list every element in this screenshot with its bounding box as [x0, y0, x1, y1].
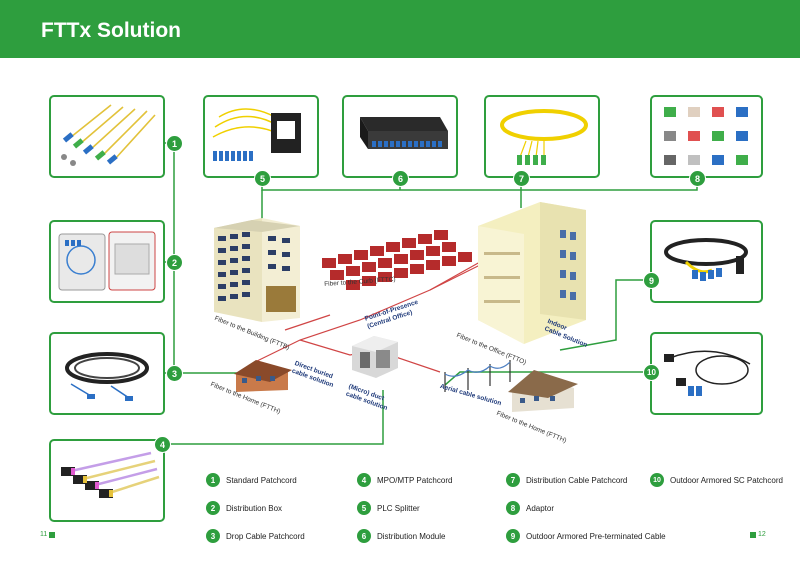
legend-label: Distribution Module [377, 531, 446, 541]
legend-label: Outdoor Armored Pre-terminated Cable [526, 531, 666, 541]
central-office-icon [352, 336, 398, 378]
legend-label: Adaptor [526, 503, 555, 513]
callout-4: 4 [154, 436, 171, 453]
product-box-standard-patchcord [49, 95, 165, 178]
page-number-right: 12 [748, 531, 766, 538]
legend-item: 7 Distribution Cable Patchcord [506, 473, 627, 487]
distribution-cable-patchcord-icon [500, 109, 588, 165]
legend-number: 10 [650, 473, 664, 487]
standard-patchcord-icon [61, 104, 156, 166]
legend-number: 8 [506, 501, 520, 515]
callout-1: 1 [166, 135, 183, 152]
page-number-right-text: 12 [758, 531, 766, 538]
legend-number: 7 [506, 473, 520, 487]
product-box-distribution-cable-patchcord [484, 95, 600, 178]
plc-splitter-icon [212, 108, 301, 161]
legend-number: 5 [357, 501, 371, 515]
fttc-houses-icon [322, 230, 472, 290]
adaptor-icon [664, 107, 748, 165]
legend-number: 4 [357, 473, 371, 487]
legend-number: 2 [206, 501, 220, 515]
product-box-adaptor [650, 95, 763, 178]
legend-number: 1 [206, 473, 220, 487]
ftth-right-house-icon [508, 370, 578, 412]
callout-5: 5 [254, 170, 271, 187]
legend-item: 4 MPO/MTP Patchcord [357, 473, 452, 487]
product-box-mpo-patchcord [49, 439, 165, 522]
legend-item: 3 Drop Cable Patchcord [206, 529, 305, 543]
legend-label: Drop Cable Patchcord [226, 531, 305, 541]
callout-3: 3 [166, 365, 183, 382]
page-number-left: 11 [40, 531, 57, 538]
fttb-building-icon [214, 218, 300, 322]
armored-sc-patchcord-icon [664, 350, 751, 396]
legend-number: 6 [357, 529, 371, 543]
legend-label: Outdoor Armored SC Patchcord [670, 475, 783, 485]
page-marker-icon [750, 531, 756, 538]
product-box-drop-cable-patchcord [49, 332, 165, 415]
product-box-outdoor-armored-sc-patchcord [650, 332, 763, 415]
legend-item: 1 Standard Patchcord [206, 473, 297, 487]
legend-label: Distribution Cable Patchcord [526, 475, 628, 485]
callout-7: 7 [513, 170, 530, 187]
drop-cable-coil-icon [65, 352, 149, 401]
legend-item: 2 Distribution Box [206, 501, 282, 515]
distribution-box-icon [58, 231, 156, 291]
page-marker-icon [49, 531, 56, 538]
legend-label: MPO/MTP Patchcord [377, 475, 453, 485]
legend-number: 9 [506, 529, 520, 543]
armored-cable-icon [664, 238, 748, 281]
header-bar: FTTx Solution [0, 0, 800, 58]
product-box-distribution-module [342, 95, 458, 178]
page-title: FTTx Solution [41, 19, 181, 42]
ftth-left-house-icon [234, 360, 292, 392]
callout-8: 8 [689, 170, 706, 187]
legend-number: 3 [206, 529, 220, 543]
legend-item: 6 Distribution Module [357, 529, 445, 543]
distribution-module-icon [360, 117, 448, 149]
callout-10: 10 [643, 364, 660, 381]
mpo-patchcord-icon [61, 451, 160, 498]
callout-9: 9 [643, 272, 660, 289]
callout-2: 2 [166, 254, 183, 271]
legend-item: 10 Outdoor Armored SC Patchcord [650, 473, 783, 487]
legend-label: Standard Patchcord [226, 475, 297, 485]
legend-item: 9 Outdoor Armored Pre-terminated Cable [506, 529, 666, 543]
legend-item: 5 PLC Splitter [357, 501, 420, 515]
product-box-distribution-box [49, 220, 165, 303]
product-box-plc-splitter [203, 95, 319, 178]
ftto-building-icon [478, 202, 586, 344]
legend-label: PLC Splitter [377, 503, 420, 513]
product-box-outdoor-armored-preterminated-cable [650, 220, 763, 303]
page-number-left-text: 11 [40, 531, 48, 538]
legend-item: 8 Adaptor [506, 501, 554, 515]
legend-label: Distribution Box [226, 503, 283, 513]
callout-6: 6 [392, 170, 409, 187]
